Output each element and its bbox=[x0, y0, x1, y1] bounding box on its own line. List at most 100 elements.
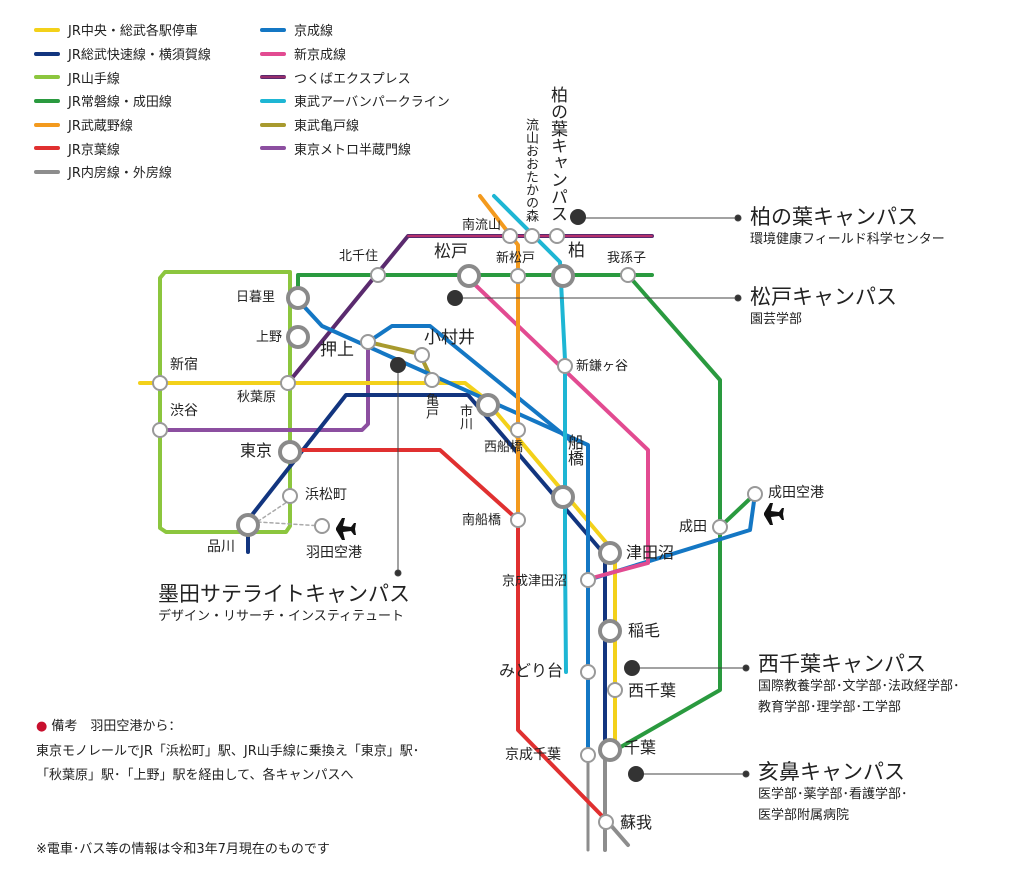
legend-item: 東京メトロ半蔵門線 bbox=[260, 136, 450, 160]
legend-item: JR山手線 bbox=[34, 65, 211, 89]
station-nagareyama-otakanomori bbox=[524, 228, 540, 244]
note-title: 備考 羽田空港から： bbox=[51, 719, 182, 734]
legend-swatch bbox=[260, 27, 286, 32]
station-kita-senju bbox=[370, 267, 386, 283]
access-note: ●備考 羽田空港から： 東京モノレールでJR「浜松町」駅、JR山手線に乗換え「東… bbox=[36, 715, 419, 789]
station-label-narita-airport: 成田空港 bbox=[768, 485, 824, 501]
bullet-icon: ● bbox=[36, 719, 48, 734]
station-label-shin-kamagaya: 新鎌ヶ谷 bbox=[576, 359, 629, 374]
station-label-shin-matsudo: 新松戸 bbox=[496, 251, 536, 266]
legend-label: つくばエクスプレス bbox=[294, 71, 411, 87]
airplane-icon-narita bbox=[764, 503, 784, 525]
legend-swatch bbox=[260, 51, 286, 56]
campus-marker-inohana bbox=[628, 766, 644, 782]
legend-col1: JR中央・総武各駅停車 JR総武快速線・横須賀線 JR山手線 JR常磐線・成田線… bbox=[34, 18, 211, 184]
line-chuo-sobu-local bbox=[138, 381, 617, 555]
station-kashiwanoha-campus bbox=[549, 228, 565, 244]
station-label-tsudanuma: 津田沼 bbox=[626, 543, 675, 562]
station-label-oshiage: 押上 bbox=[320, 340, 354, 360]
legend-swatch bbox=[34, 75, 60, 80]
station-komurai bbox=[414, 347, 430, 363]
legend-item: JR内房線・外房線 bbox=[34, 160, 211, 184]
station-inage bbox=[598, 619, 622, 643]
campus-sub: 医学部附属病院 bbox=[758, 807, 850, 823]
legend-swatch bbox=[260, 75, 286, 80]
legend-swatch bbox=[260, 98, 286, 103]
legend-swatch bbox=[34, 146, 60, 151]
station-narita-airport bbox=[747, 486, 763, 502]
station-minami-funabashi bbox=[510, 512, 526, 528]
station-label-inage: 稲毛 bbox=[628, 621, 661, 640]
campus-inohana: 亥鼻キャンパス 医学部･薬学部･看護学部･ 医学部附属病院 bbox=[758, 760, 908, 827]
legend-item: 東武亀戸線 bbox=[260, 113, 450, 137]
legend-label: JR総武快速線・横須賀線 bbox=[68, 48, 211, 64]
legend-swatch bbox=[34, 122, 60, 127]
note-title-row: ●備考 羽田空港から： bbox=[36, 715, 419, 740]
campus-sub: 園芸学部 bbox=[750, 312, 803, 328]
legend-label: JR常磐線・成田線 bbox=[68, 95, 172, 111]
station-narita bbox=[712, 519, 728, 535]
legend-label: 新京成線 bbox=[294, 48, 347, 64]
campus-sub: 国際教養学部･文学部･法政経学部･ bbox=[758, 679, 960, 695]
station-shin-matsudo bbox=[510, 268, 526, 284]
line-uchibo-sotobo bbox=[603, 753, 630, 852]
station-oshiage bbox=[360, 334, 376, 350]
station-label-tokyo: 東京 bbox=[240, 441, 273, 460]
station-label-haneda-airport: 羽田空港 bbox=[306, 545, 362, 561]
station-kashiwa bbox=[551, 264, 575, 288]
line-keisei bbox=[296, 298, 590, 762]
legend-label: 東京メトロ半蔵門線 bbox=[294, 142, 412, 158]
station-tokyo bbox=[278, 440, 302, 464]
station-nishi-chiba bbox=[607, 682, 623, 698]
campus-name: 松戸キャンパス bbox=[750, 285, 897, 309]
legend-item: 東武アーバンパークライン bbox=[260, 89, 450, 113]
campus-kashiwanoha: 柏の葉キャンパス 環境健康フィールド科学センター bbox=[750, 205, 945, 251]
station-label-minami-nagareyama: 南流山 bbox=[462, 218, 502, 233]
campus-marker-sumida bbox=[390, 357, 406, 373]
campus-name: 西千葉キャンパス bbox=[758, 652, 926, 676]
legend-label: 東武アーバンパークライン bbox=[294, 95, 450, 111]
station-chiba bbox=[598, 738, 622, 762]
legend-item: JR武蔵野線 bbox=[34, 113, 211, 137]
station-label-kameido: 亀戸 bbox=[423, 393, 438, 419]
legend-item: JR中央・総武各駅停車 bbox=[34, 18, 211, 42]
campus-sub: デザイン・リサーチ・インスティテュート bbox=[158, 609, 404, 625]
station-shinjuku bbox=[152, 375, 168, 391]
legend-label: 東武亀戸線 bbox=[294, 119, 360, 135]
station-keisei-chiba bbox=[580, 747, 596, 763]
station-label-nippori: 日暮里 bbox=[236, 290, 276, 305]
station-label-kita-senju: 北千住 bbox=[339, 249, 379, 264]
station-label-soga: 蘇我 bbox=[620, 813, 653, 832]
legend-swatch bbox=[34, 51, 60, 56]
station-nishi-funabashi bbox=[510, 422, 526, 438]
station-label-komurai: 小村井 bbox=[424, 328, 475, 348]
legend-label: JR武蔵野線 bbox=[68, 119, 133, 135]
station-hamamatsucho bbox=[282, 488, 298, 504]
legend-label: 京成線 bbox=[294, 24, 334, 40]
campus-markers bbox=[390, 209, 644, 782]
campus-sub: 医学部･薬学部･看護学部･ bbox=[758, 787, 908, 803]
campus-name: 柏の葉キャンパス bbox=[750, 205, 918, 229]
station-label-shibuya: 渋谷 bbox=[170, 403, 198, 419]
campus-marker-kashiwanoha bbox=[570, 209, 586, 225]
station-soga bbox=[598, 814, 614, 830]
station-label-kashiwa: 柏 bbox=[568, 241, 585, 261]
station-shibuya bbox=[152, 422, 168, 438]
station-label-ichikawa: 市川 bbox=[457, 404, 472, 430]
legend-item: JR総武快速線・横須賀線 bbox=[34, 42, 211, 66]
legend-label: JR山手線 bbox=[68, 71, 120, 87]
legend-item: つくばエクスプレス bbox=[260, 65, 450, 89]
legend-label: JR内房線・外房線 bbox=[68, 166, 172, 182]
line-yamanote bbox=[158, 270, 292, 534]
campus-marker-matsudo bbox=[447, 290, 463, 306]
footnote: ※電車･バス等の情報は令和3年7月現在のものです bbox=[36, 842, 330, 857]
legend-swatch bbox=[34, 27, 60, 32]
legend-swatch bbox=[260, 122, 286, 127]
station-label-nishi-chiba: 西千葉 bbox=[628, 681, 677, 700]
legend-item: 新京成線 bbox=[260, 42, 450, 66]
station-abiko bbox=[620, 267, 636, 283]
station-label-chiba: 千葉 bbox=[624, 738, 657, 757]
station-label-matsudo: 松戸 bbox=[434, 242, 468, 262]
station-label-ueno: 上野 bbox=[256, 330, 283, 345]
